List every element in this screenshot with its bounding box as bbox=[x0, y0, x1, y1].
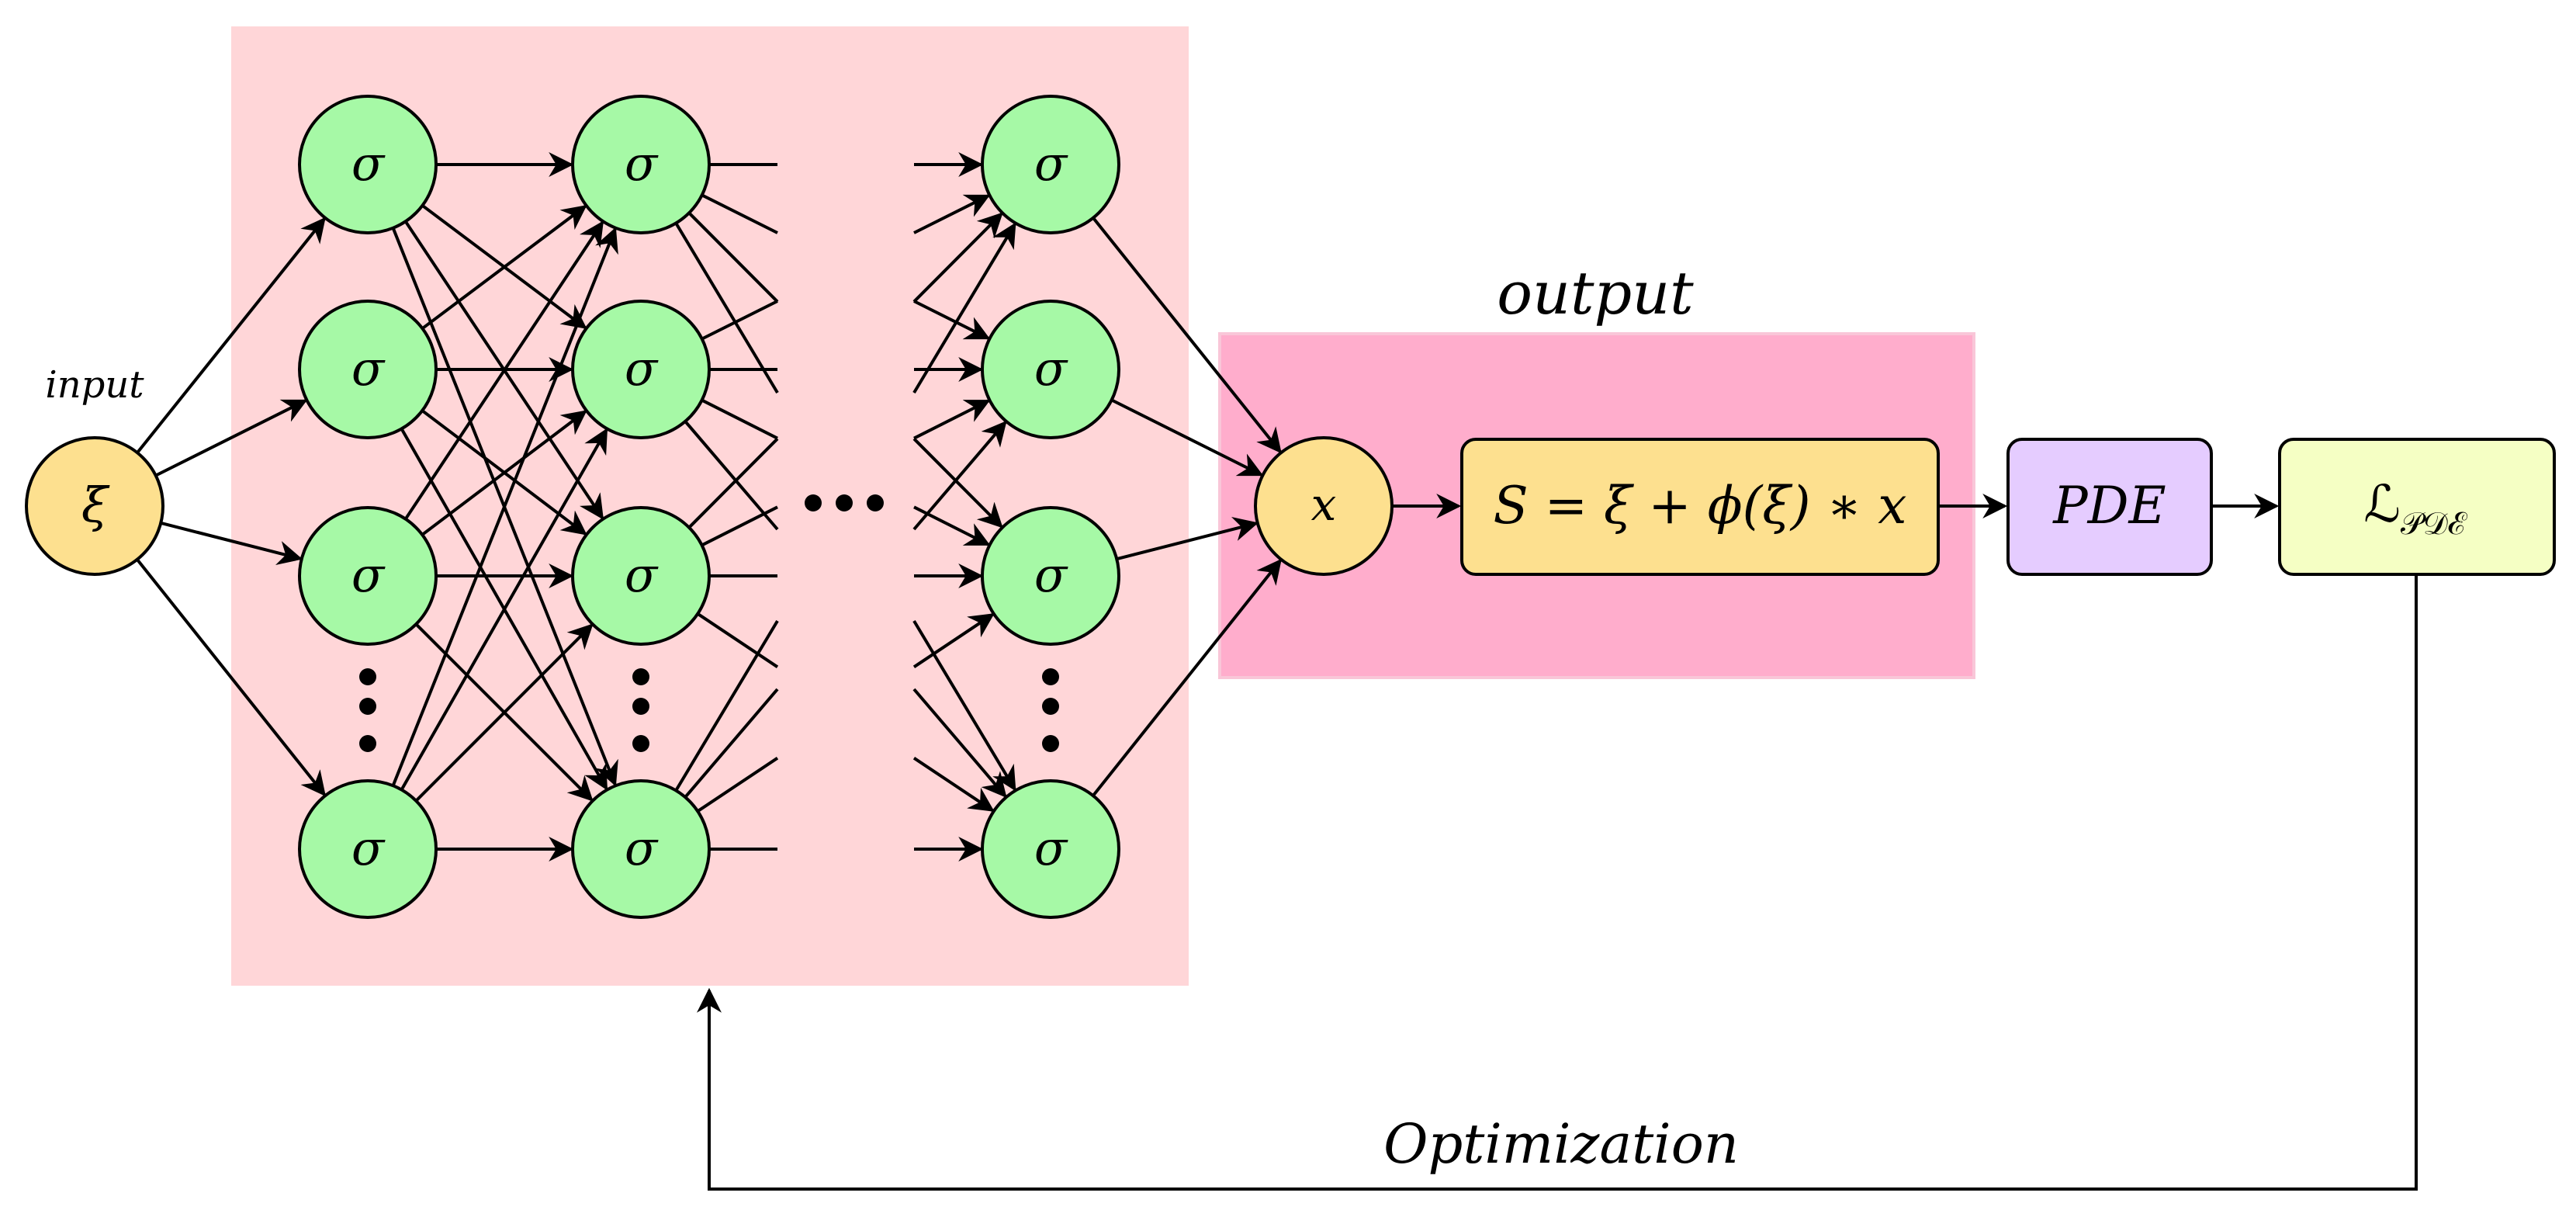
connection-edge bbox=[684, 688, 779, 799]
horizontal-ellipsis-icon bbox=[805, 494, 884, 511]
output-symbol: x bbox=[1311, 478, 1337, 531]
connection-edge bbox=[1110, 398, 1264, 477]
connection-edge bbox=[136, 217, 326, 454]
neuron-node bbox=[981, 300, 1120, 439]
network-neurons: σ σ σ σ σ σ σ σ σ σ σ σ bbox=[298, 95, 1120, 919]
neuron-symbol: σ bbox=[625, 820, 659, 876]
network-connections bbox=[136, 152, 1282, 862]
connection-edge bbox=[912, 619, 1016, 792]
neuron-node bbox=[298, 95, 438, 234]
connection-edge bbox=[913, 300, 991, 340]
neuron-symbol: σ bbox=[625, 340, 659, 397]
neuron-symbol: σ bbox=[351, 340, 386, 397]
equation-text: S = ξ + ϕ(ξ) ∗ x bbox=[1494, 476, 1907, 536]
neuron-node bbox=[298, 506, 438, 646]
neuron-node bbox=[298, 779, 438, 919]
connection-edge bbox=[154, 399, 308, 477]
neuron-symbol: σ bbox=[1034, 135, 1068, 192]
input-node bbox=[25, 436, 164, 576]
output-title: output bbox=[1497, 258, 1694, 328]
connection-edge bbox=[701, 505, 778, 547]
neuron-node bbox=[298, 300, 438, 439]
connection-edge bbox=[701, 193, 778, 234]
connection-edge bbox=[912, 613, 995, 668]
neuron-node bbox=[981, 779, 1120, 919]
connection-edge bbox=[421, 205, 587, 330]
connection-edge bbox=[684, 420, 779, 531]
neuron-node bbox=[981, 506, 1120, 646]
connection-edge bbox=[701, 300, 778, 341]
connection-edge bbox=[912, 212, 1003, 303]
connection-edge bbox=[912, 437, 1003, 529]
loss-subscript: 𝒫𝒟ℰ bbox=[2401, 506, 2468, 542]
neuron-symbol: σ bbox=[1034, 340, 1068, 397]
connection-edge bbox=[912, 688, 1007, 799]
neuron-node bbox=[981, 95, 1120, 234]
input-label: input bbox=[45, 363, 144, 407]
connection-edge bbox=[400, 428, 608, 791]
input-symbol: ξ bbox=[81, 477, 110, 533]
neuron-symbol: σ bbox=[1034, 546, 1068, 603]
connection-edge bbox=[912, 757, 995, 812]
pde-label: PDE bbox=[2052, 476, 2166, 536]
connection-edge bbox=[1092, 558, 1282, 797]
connection-edge bbox=[1116, 516, 1259, 561]
connection-edge bbox=[912, 420, 1007, 531]
connection-edge bbox=[913, 194, 991, 234]
connection-edge bbox=[687, 211, 779, 303]
connection-edge bbox=[404, 220, 604, 520]
neuron-node bbox=[571, 779, 711, 919]
neuron-symbol: σ bbox=[351, 546, 386, 603]
connection-edge bbox=[913, 399, 991, 440]
loss-symbol: ℒ bbox=[2363, 474, 2401, 534]
connection-edge bbox=[414, 623, 594, 803]
connection-edge bbox=[1092, 217, 1282, 454]
connection-edge bbox=[674, 222, 779, 394]
neuron-node bbox=[571, 506, 711, 646]
neuron-symbol: σ bbox=[351, 820, 386, 876]
neuron-node bbox=[571, 300, 711, 439]
connection-edge bbox=[701, 398, 778, 440]
connection-edge bbox=[674, 619, 779, 792]
vertical-ellipsis-icon bbox=[632, 668, 649, 752]
neuron-node bbox=[571, 95, 711, 234]
loss-label: ℒ𝒫𝒟ℰ bbox=[2363, 474, 2467, 542]
connection-edge bbox=[697, 757, 779, 813]
vertical-ellipsis-icon bbox=[1042, 668, 1059, 752]
connection-edge bbox=[687, 437, 779, 529]
vertical-ellipsis-icon bbox=[359, 668, 376, 752]
neuron-symbol: σ bbox=[625, 546, 659, 603]
connection-edge bbox=[697, 612, 779, 668]
feedback-label: Optimization bbox=[1383, 1112, 1739, 1176]
neuron-symbol: σ bbox=[351, 135, 386, 192]
connection-edge bbox=[136, 558, 326, 797]
connection-edge bbox=[912, 222, 1016, 394]
connection-edge bbox=[391, 227, 618, 787]
neuron-symbol: σ bbox=[1034, 820, 1068, 876]
connection-edge bbox=[421, 410, 587, 536]
feedback-arrow bbox=[697, 574, 2418, 1191]
connection-edge bbox=[160, 521, 303, 566]
neuron-symbol: σ bbox=[625, 135, 659, 192]
